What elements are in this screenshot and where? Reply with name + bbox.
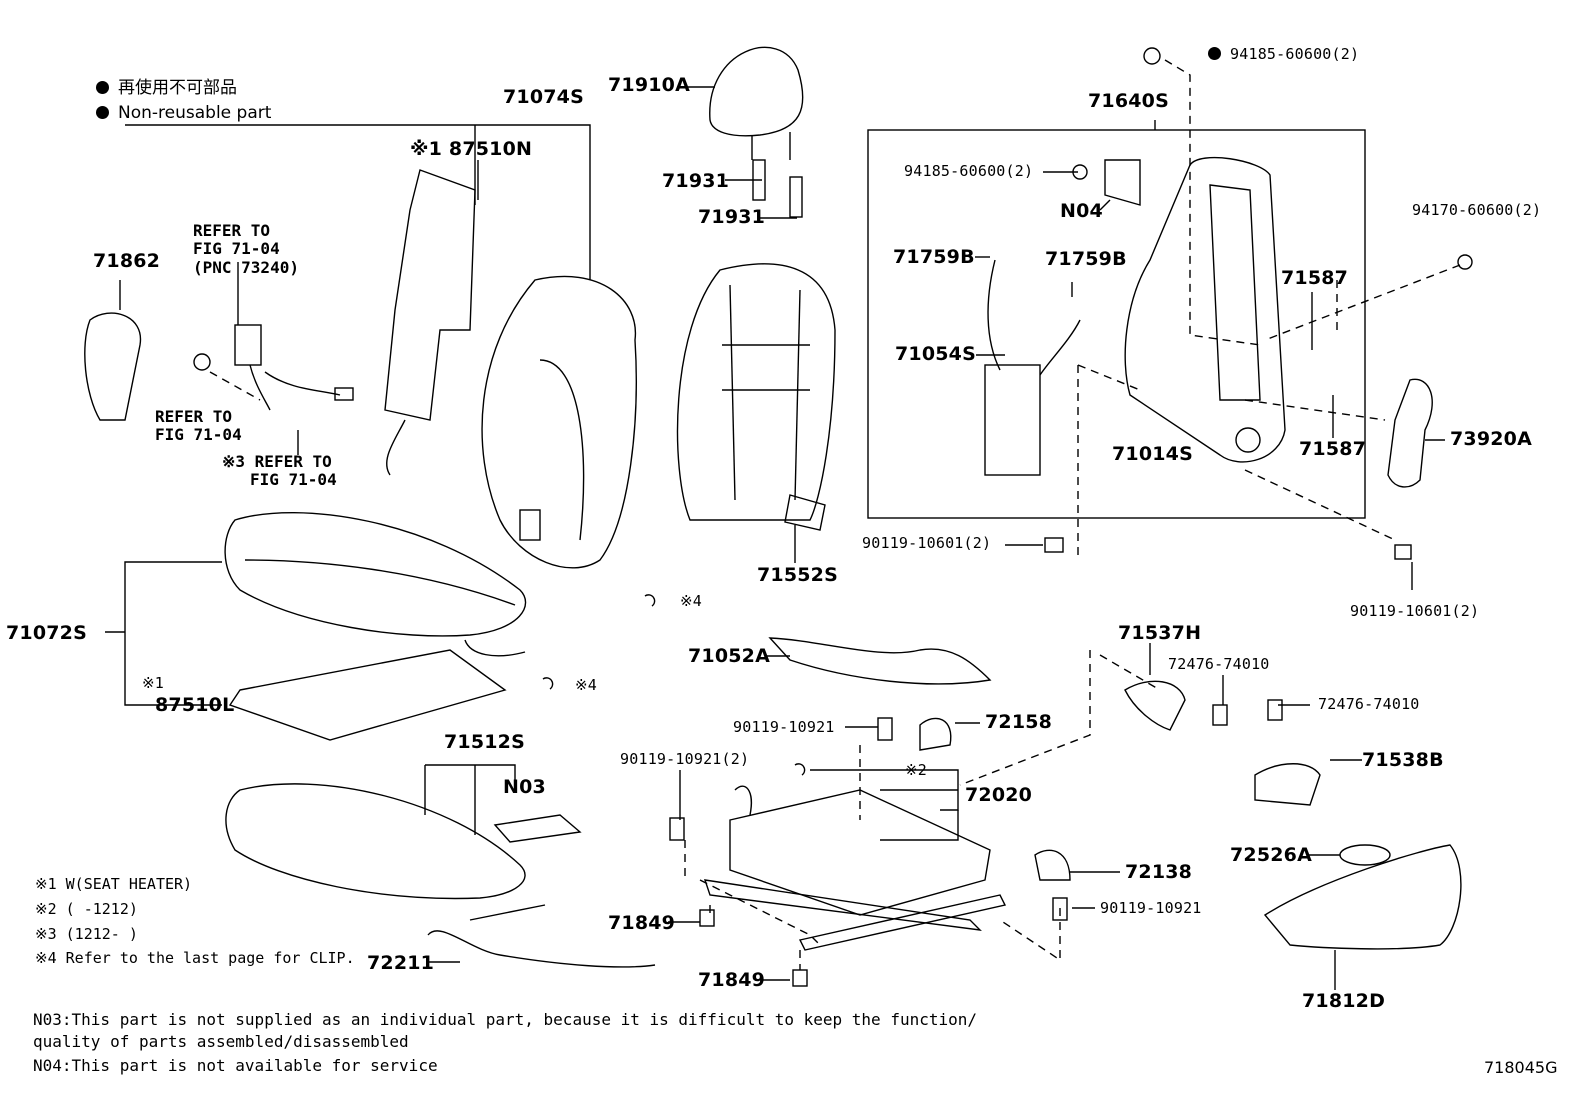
part-71640S[interactable]: 71640S xyxy=(1088,90,1169,112)
note-4: ※4 Refer to the last page for CLIP. xyxy=(35,949,355,967)
part-72158[interactable]: 72158 xyxy=(985,711,1053,733)
refer-to-3-line2: FIG 71-04 xyxy=(250,470,337,490)
part-94170[interactable]: 94170-60600(2) xyxy=(1412,201,1542,219)
note-1: ※1 W(SEAT HEATER) xyxy=(35,875,193,893)
refer-to-3[interactable]: ※3 REFER TO FIG 71-04 xyxy=(222,452,337,490)
part-71587-a[interactable]: 71587 xyxy=(1281,267,1349,289)
part-N03[interactable]: N03 xyxy=(503,776,546,798)
part-71812D[interactable]: 71812D xyxy=(1302,990,1386,1012)
part-71931-b[interactable]: 71931 xyxy=(698,206,766,228)
footer-n04: N04:This part is not available for servi… xyxy=(33,1056,438,1075)
part-71849-a[interactable]: 71849 xyxy=(608,912,676,934)
clip-ref-b: ※4 xyxy=(575,676,597,694)
part-87510N[interactable]: ※1 87510N xyxy=(410,138,533,160)
refer-to-1-line1: REFER TO xyxy=(193,221,271,240)
part-71072S[interactable]: 71072S xyxy=(6,622,87,644)
part-71862[interactable]: 71862 xyxy=(93,250,161,272)
part-71910A[interactable]: 71910A xyxy=(608,74,691,96)
footer-n03-line2: quality of parts assembled/disassembled xyxy=(33,1032,409,1051)
part-71014S[interactable]: 71014S xyxy=(1112,443,1193,465)
legend-jp: 再使用不可部品 xyxy=(96,80,237,97)
part-71538B[interactable]: 71538B xyxy=(1362,749,1444,771)
legend-en: Non-reusable part xyxy=(96,105,271,122)
refer-to-2[interactable]: REFER TO FIG 71-04 xyxy=(155,407,242,445)
part-71931-a[interactable]: 71931 xyxy=(662,170,730,192)
note-2: ※2 ( -1212) xyxy=(35,900,138,918)
clip-ref-a: ※4 xyxy=(680,592,702,610)
part-94185-top[interactable]: 94185-60600(2) xyxy=(1208,47,1359,62)
refer-to-1[interactable]: REFER TO FIG 71-04 (PNC 73240) xyxy=(193,221,299,277)
part-72526A[interactable]: 72526A xyxy=(1230,844,1313,866)
part-sketches xyxy=(84,46,1473,987)
part-94185-top-text: 94185-60600(2) xyxy=(1230,45,1360,63)
footer-n03-line1: N03:This part is not supplied as an indi… xyxy=(33,1010,978,1029)
part-71052A[interactable]: 71052A xyxy=(688,645,771,667)
part-71537H[interactable]: 71537H xyxy=(1118,622,1202,644)
refer-to-2-line1: REFER TO xyxy=(155,407,233,426)
part-71552S[interactable]: 71552S xyxy=(757,564,838,586)
legend-en-text: Non-reusable part xyxy=(118,103,272,123)
nonreusable-dot-icon xyxy=(96,81,109,94)
note-3: ※3 (1212- ) xyxy=(35,925,138,943)
legend-jp-text: 再使用不可部品 xyxy=(118,78,237,98)
part-90119-10921-c[interactable]: 90119-10921 xyxy=(1100,899,1202,917)
part-72476-a[interactable]: 72476-74010 xyxy=(1168,655,1270,673)
figure-id: 718045G xyxy=(1484,1058,1558,1077)
part-87510L[interactable]: 87510L xyxy=(155,694,235,716)
part-71759B-b[interactable]: 71759B xyxy=(1045,248,1127,270)
part-71849-b[interactable]: 71849 xyxy=(698,969,766,991)
part-90119-10921-b[interactable]: 90119-10921(2) xyxy=(620,750,750,768)
part-90119-10921-a[interactable]: 90119-10921 xyxy=(733,718,835,736)
part-87510L-mark: ※1 xyxy=(142,674,164,692)
part-72476-b[interactable]: 72476-74010 xyxy=(1318,695,1420,713)
part-90119-10601-a[interactable]: 90119-10601(2) xyxy=(862,534,992,552)
part-71587-b[interactable]: 71587 xyxy=(1299,438,1367,460)
nonreusable-dot-icon xyxy=(96,106,109,119)
nonreusable-dot-icon xyxy=(1208,47,1221,60)
part-72020[interactable]: 72020 xyxy=(965,784,1033,806)
part-71512S[interactable]: 71512S xyxy=(444,731,525,753)
leader-lines xyxy=(105,86,1445,990)
refer-to-3-line1: ※3 REFER TO xyxy=(222,452,332,471)
part-72138[interactable]: 72138 xyxy=(1125,861,1193,883)
part-71074S[interactable]: 71074S xyxy=(503,86,584,108)
part-71054S[interactable]: 71054S xyxy=(895,343,976,365)
dashed-lines xyxy=(209,59,1461,970)
part-71759B-a[interactable]: 71759B xyxy=(893,246,975,268)
part-72020-mark: ※2 xyxy=(905,761,927,779)
part-73920A[interactable]: 73920A xyxy=(1450,428,1533,450)
part-94185-mid[interactable]: 94185-60600(2) xyxy=(904,162,1034,180)
refer-to-2-line2: FIG 71-04 xyxy=(155,425,242,445)
refer-to-1-line2: FIG 71-04 xyxy=(193,239,280,259)
part-N04[interactable]: N04 xyxy=(1060,200,1103,222)
part-72211[interactable]: 72211 xyxy=(367,952,435,974)
refer-to-1-line3: (PNC 73240) xyxy=(193,257,299,277)
part-90119-10601-b[interactable]: 90119-10601(2) xyxy=(1350,602,1480,620)
